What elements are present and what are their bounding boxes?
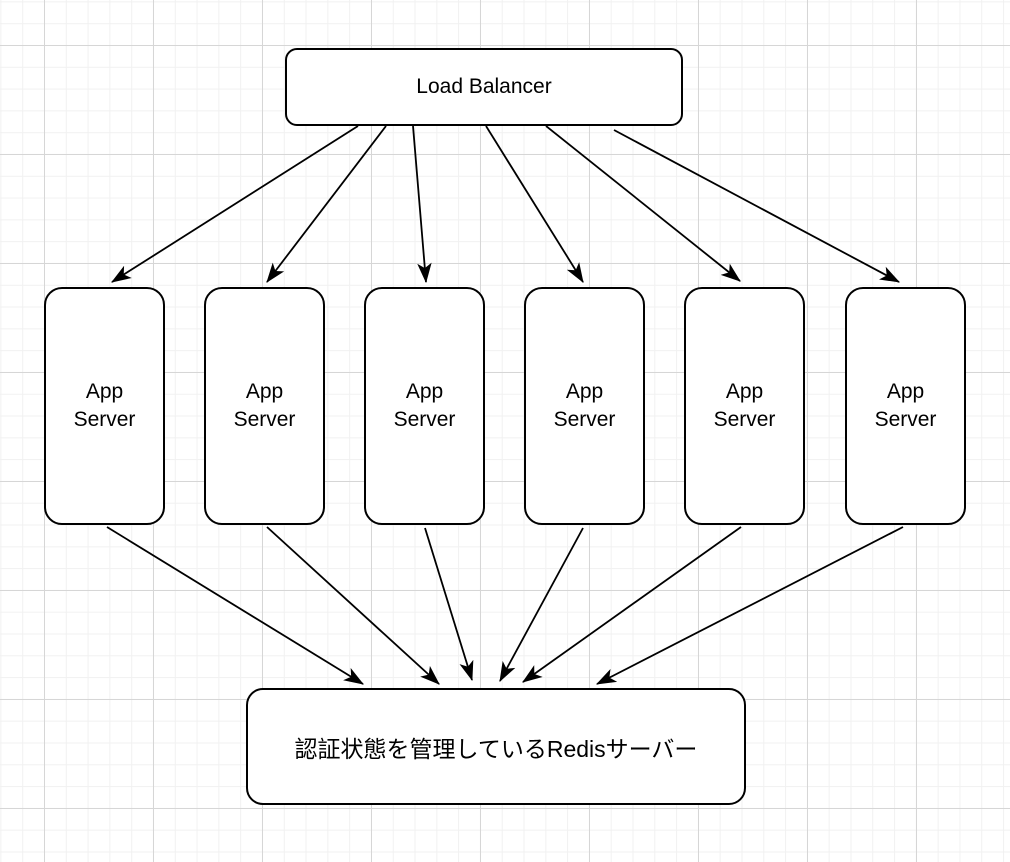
node-load-balancer[interactable]: Load Balancer [285, 48, 683, 126]
edge-lb-to-app-2[interactable] [266, 125, 387, 283]
edge-lb-to-app-6[interactable] [613, 129, 900, 283]
edge-lb-to-app-1[interactable] [111, 125, 359, 283]
app-server-label: App Server [874, 380, 937, 431]
edge-app-1-to-redis[interactable] [106, 526, 364, 685]
node-app-server-6[interactable]: App Server [845, 287, 966, 525]
node-app-server-5[interactable]: App Server [684, 287, 805, 525]
node-app-server-1[interactable]: App Server [44, 287, 165, 525]
edge-app-2-to-redis[interactable] [266, 526, 440, 685]
app-server-label: App Server [713, 380, 776, 431]
app-server-label: App Server [233, 380, 296, 431]
node-redis-server[interactable]: 認証状態を管理しているRedisサーバー [246, 688, 746, 805]
edge-app-4-to-redis[interactable] [499, 527, 584, 682]
node-app-server-4[interactable]: App Server [524, 287, 645, 525]
edge-lb-to-app-4[interactable] [485, 125, 584, 283]
app-server-label: App Server [73, 380, 136, 431]
app-server-label: App Server [553, 380, 616, 431]
edge-app-5-to-redis[interactable] [522, 526, 742, 683]
node-app-server-3[interactable]: App Server [364, 287, 485, 525]
edge-app-6-to-redis[interactable] [596, 526, 904, 685]
redis-server-label: 認証状態を管理しているRedisサーバー [294, 735, 698, 762]
app-server-label: App Server [393, 380, 456, 431]
edge-lb-to-app-5[interactable] [545, 125, 741, 282]
edge-app-3-to-redis[interactable] [424, 527, 474, 682]
node-app-server-2[interactable]: App Server [204, 287, 325, 525]
edge-lb-to-app-3[interactable] [412, 125, 432, 284]
load-balancer-label: Load Balancer [416, 75, 552, 98]
